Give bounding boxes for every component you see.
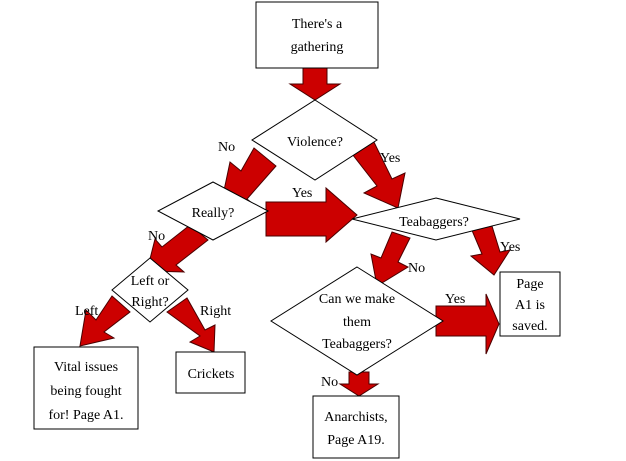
decision-really: Really? xyxy=(156,181,270,241)
box-page-a1-line1: Page xyxy=(516,277,543,292)
box-gathering: There's a gathering xyxy=(255,1,379,69)
arrow-make-no-to-anarchists xyxy=(338,371,380,397)
edge-label-make-no: No xyxy=(321,375,338,390)
box-crickets-text: Crickets xyxy=(188,367,235,382)
box-page-a1-saved: Page A1 is saved. xyxy=(499,271,561,337)
edge-label-violence-yes: Yes xyxy=(380,151,400,166)
flow-arrows xyxy=(79,67,512,397)
edge-label-left: Left xyxy=(75,304,98,319)
edge-label-teabaggers-no: No xyxy=(408,261,425,276)
arrow-violence-yes-to-teabaggers xyxy=(348,135,406,209)
arrow-really-yes-to-teabaggers xyxy=(265,186,358,244)
box-vital-issues: Vital issues being fought for! Page A1. xyxy=(33,346,139,430)
box-anarchists-line1: Anarchists, xyxy=(324,410,387,425)
decision-make-line2: them xyxy=(343,315,371,330)
box-gathering-line2: gathering xyxy=(291,40,344,55)
box-gathering-line1: There's a xyxy=(292,17,343,32)
box-crickets: Crickets xyxy=(175,351,246,394)
decision-violence: Violence? xyxy=(251,99,378,181)
arrow-teabaggers-no-to-make xyxy=(370,231,411,287)
box-page-a1-line2: A1 is xyxy=(515,298,545,313)
arrow-leftright-right-to-crickets xyxy=(166,297,216,353)
box-page-a1-line3: saved. xyxy=(512,319,547,334)
arrow-leftright-left-to-vital xyxy=(79,295,131,347)
box-vital-line1: Vital issues xyxy=(54,360,118,375)
decision-make-teabaggers: Can we make them Teabaggers? xyxy=(270,266,444,376)
decision-left-or-right: Left or Right? xyxy=(111,257,189,323)
box-anarchists: Anarchists, Page A19. xyxy=(312,395,400,459)
decision-violence-text: Violence? xyxy=(287,135,343,150)
edge-labels: No Yes Yes No Left Right No Yes Yes No xyxy=(75,140,520,390)
edge-label-violence-no: No xyxy=(218,140,235,155)
decision-teabaggers-text: Teabaggers? xyxy=(399,215,469,230)
decision-really-text: Really? xyxy=(192,206,235,221)
arrow-make-yes-to-page-a1 xyxy=(435,293,500,355)
box-vital-line2: being fought xyxy=(50,384,121,399)
decision-left-or-right-line1: Left or xyxy=(131,274,170,289)
decision-make-line1: Can we make xyxy=(319,292,395,307)
box-anarchists-line2: Page A19. xyxy=(327,433,385,448)
arrow-teabaggers-yes-to-page-a1 xyxy=(469,225,512,276)
decision-left-or-right-line2: Right? xyxy=(131,295,168,310)
edge-label-really-no: No xyxy=(148,229,165,244)
decision-make-line3: Teabaggers? xyxy=(322,337,392,352)
edge-label-make-yes: Yes xyxy=(445,292,465,307)
decision-teabaggers: Teabaggers? xyxy=(351,197,521,241)
arrow-gathering-to-violence xyxy=(288,67,342,101)
box-vital-line3: for! Page A1. xyxy=(48,408,123,423)
edge-label-right: Right xyxy=(200,304,231,319)
edge-label-teabaggers-yes: Yes xyxy=(500,240,520,255)
edge-label-really-yes: Yes xyxy=(292,186,312,201)
